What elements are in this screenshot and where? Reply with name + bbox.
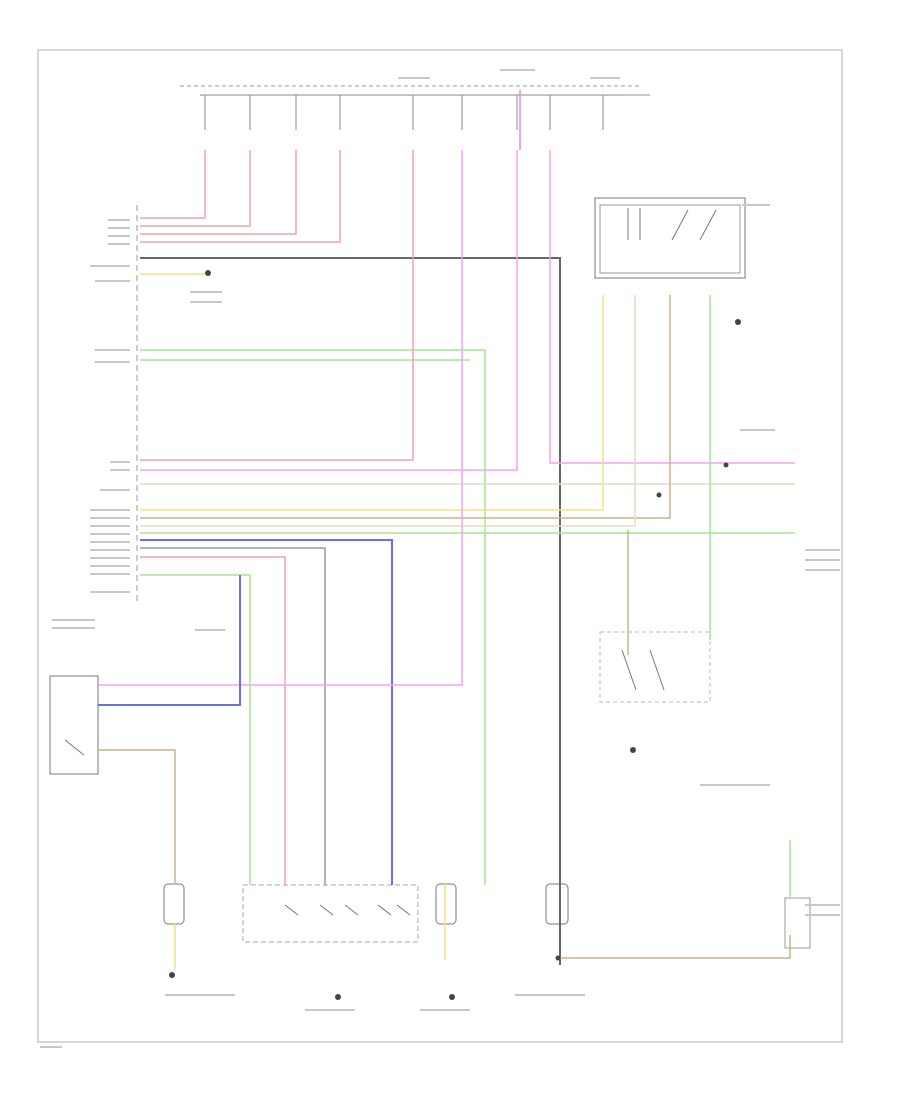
switch-right — [599, 631, 711, 703]
connector-box-1 — [163, 883, 185, 925]
wire-green-6 — [140, 349, 486, 885]
relay-block — [594, 197, 746, 279]
connector-box-3 — [545, 883, 569, 925]
wire-yellow-12 — [140, 295, 604, 511]
wire-tan-22 — [98, 749, 176, 884]
switch-box-left — [49, 675, 99, 775]
wire-green-19 — [140, 574, 251, 885]
wire-red-1 — [140, 150, 251, 227]
wire-grey-17 — [140, 547, 326, 885]
diagram-border — [37, 49, 843, 1043]
wire-blue-16 — [140, 539, 393, 885]
connector-box-4 — [784, 897, 811, 949]
ground-icon — [169, 270, 741, 1000]
bottom-switch-block — [242, 884, 419, 943]
wire-tan-13 — [140, 295, 671, 519]
wire-pink-9 — [140, 150, 518, 471]
wire-red-8 — [140, 150, 414, 461]
wire-blue-21 — [98, 575, 241, 706]
wire-pink-20 — [98, 150, 463, 686]
wire-red-3 — [140, 150, 341, 243]
wire-light-14 — [140, 295, 636, 527]
wire-tan-25 — [560, 935, 791, 959]
fuse-drops — [204, 95, 604, 130]
wire-group — [98, 90, 795, 970]
label-marks — [40, 69, 840, 1048]
connector-box-2 — [435, 883, 457, 925]
bottom-switch-contacts — [284, 904, 411, 916]
wire-red-2 — [140, 150, 297, 235]
wire-red-0 — [140, 150, 206, 219]
splice-dots — [555, 462, 729, 961]
wire-darkgrey-4 — [140, 257, 561, 965]
wire-red-18 — [140, 556, 286, 885]
wire-pink-10 — [549, 150, 795, 464]
